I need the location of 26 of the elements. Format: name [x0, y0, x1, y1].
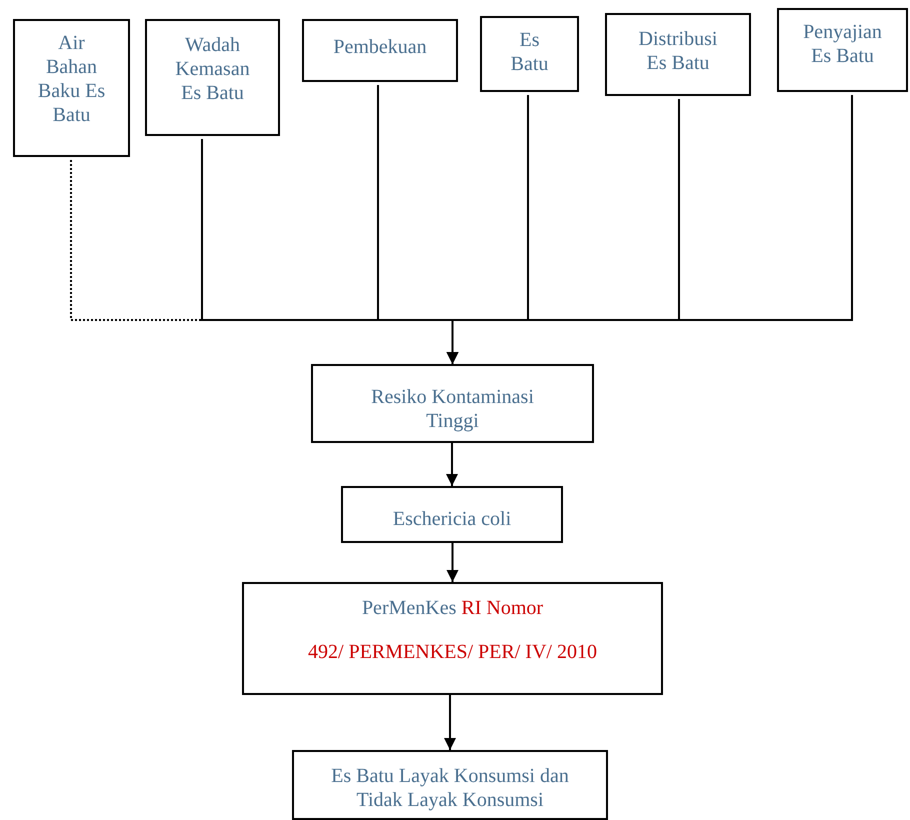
box-label: Penyajian Es Batu: [802, 20, 883, 68]
process-box: [302, 19, 458, 82]
box-label: Eschericia coli: [392, 506, 512, 530]
box-label: Es Batu: [510, 28, 550, 76]
process-box: [480, 16, 579, 92]
box-label: Pembekuan: [333, 35, 427, 59]
process-box: [605, 13, 751, 96]
process-box: [13, 19, 130, 157]
process-box: [242, 582, 663, 695]
box-label: Distribusi Es Batu: [638, 27, 718, 75]
process-box: [311, 364, 594, 443]
box-label: Wadah Kemasan Es Batu: [174, 33, 251, 105]
box-label: 492/ PERMENKES/ PER/ IV/ 2010: [308, 640, 597, 664]
arrow: [444, 695, 456, 750]
box-label: Resiko Kontaminasi Tinggi: [370, 384, 535, 432]
process-box: [777, 8, 908, 92]
box-label: Es Batu Layak Konsumsi dan Tidak Layak Konsumsi: [330, 764, 570, 812]
arrow: [446, 543, 458, 582]
box-label: RI Nomor: [461, 596, 544, 620]
process-box: [292, 750, 608, 820]
box-label: PerMenKes: [362, 596, 456, 620]
arrow: [446, 443, 458, 486]
process-box: [341, 486, 563, 543]
box-label: Air Bahan Baku Es Batu: [36, 31, 106, 127]
process-box: [145, 19, 280, 136]
arrow: [446, 95, 853, 364]
